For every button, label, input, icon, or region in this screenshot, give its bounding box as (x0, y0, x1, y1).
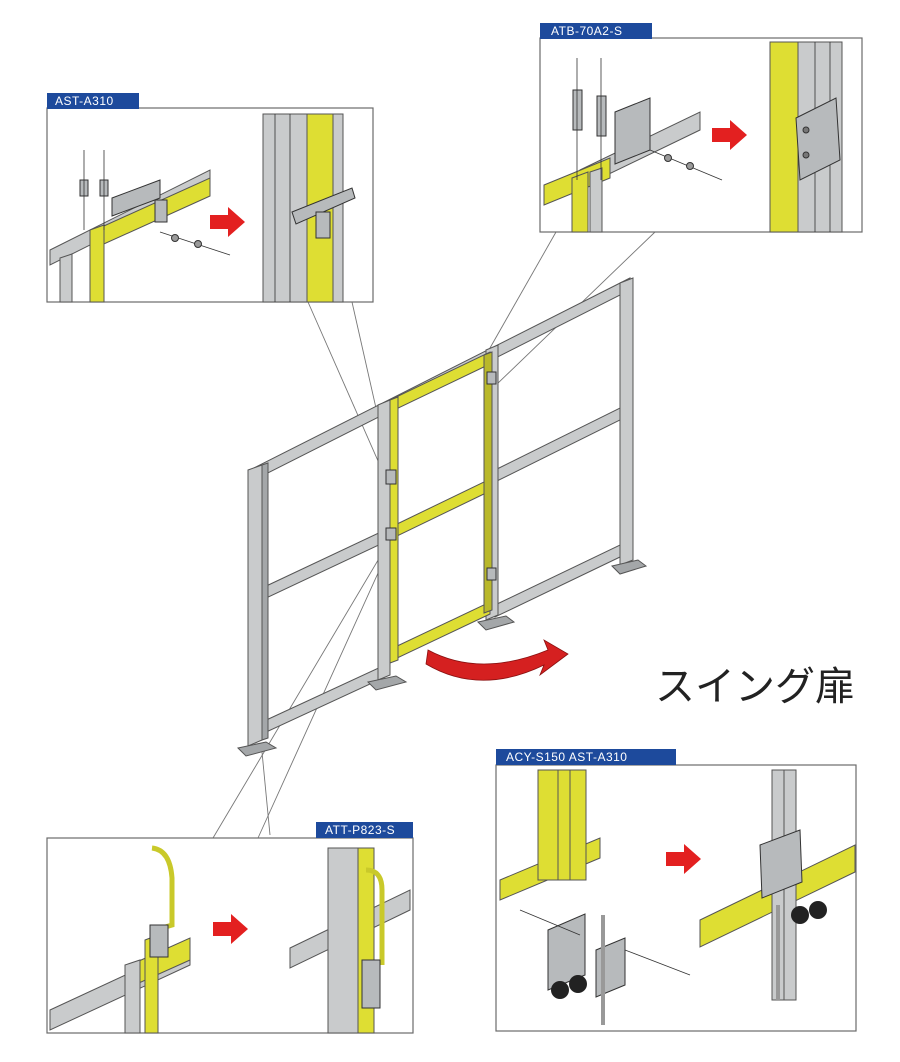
arrow-right-icon (210, 207, 245, 237)
swing-direction-arrow (425, 639, 569, 681)
inset-top-left: AST-A310 (46, 93, 374, 303)
arrow-right-icon (712, 120, 747, 150)
label-att-p823-s: ATT-P823-S (325, 823, 395, 837)
inset-bottom-right: ACY-S150 AST-A310 (495, 749, 857, 1032)
arrow-right-icon (666, 844, 701, 874)
inset-bottom-left: ATT-P823-S (46, 822, 414, 1034)
label-acy-s150-ast-a310: ACY-S150 AST-A310 (506, 750, 627, 764)
label-ast-a310-top: AST-A310 (55, 94, 114, 108)
arrow-right-icon (213, 914, 248, 944)
label-badge-bottom-right (496, 749, 676, 765)
main-fence-assembly (236, 277, 648, 757)
label-badge-top-right (540, 23, 652, 39)
label-badge-bottom-left (316, 822, 413, 838)
label-atb-70a2-s: ATB-70A2-S (551, 24, 622, 38)
yellow-swing-door (389, 351, 493, 664)
inset-top-right: ATB-70A2-S (539, 23, 863, 233)
leader-lines (212, 231, 656, 839)
label-badge-top-left (47, 93, 139, 109)
diagram-title: スイング扉 (655, 664, 855, 710)
